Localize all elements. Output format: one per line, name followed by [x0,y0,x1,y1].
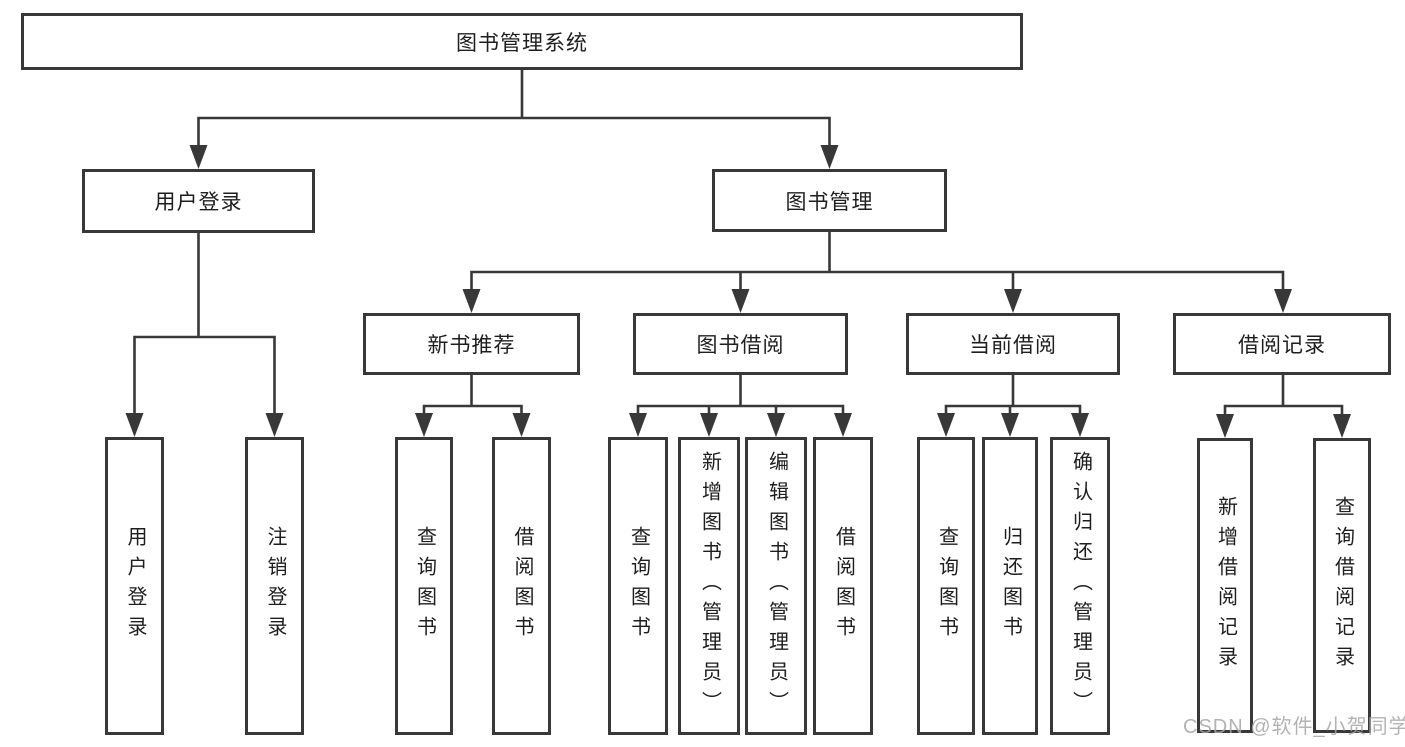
node-label: 借阅图书 [832,526,855,646]
node-label: 新增图书（管理员） [698,451,721,721]
arrowheads [125,145,1351,438]
watermark: CSDN @软件_小贺同学 [1183,716,1405,738]
node-newrec-query-books: 查询图书 [395,437,453,735]
node-label: 图书借阅 [696,334,785,357]
node-label: 借阅图书 [511,526,533,646]
node-label: 当前借阅 [969,334,1057,357]
node-book-management: 图书管理 [712,169,947,232]
node-current-borrow: 当前借阅 [906,313,1120,375]
node-newrec-borrow-books: 借阅图书 [492,437,551,735]
node-label: 图书管理 [785,190,874,214]
node-current-query-books: 查询图书 [917,437,975,735]
node-label: 注销登录 [264,526,286,646]
node-label: 图书管理系统 [456,31,588,55]
node-label: 用户登录 [154,191,243,214]
node-book-borrow: 图书借阅 [633,313,848,375]
node-label: 编辑图书（管理员） [765,451,788,721]
node-user-login: 用户登录 [82,169,315,233]
node-label: 查询图书 [627,526,650,646]
node-borrow-edit-books-admin: 编辑图书（管理员） [745,437,807,735]
node-label: 归还图书 [999,526,1022,646]
node-records-query-record: 查询借阅记录 [1313,438,1371,733]
node-borrow-query-books: 查询图书 [608,437,668,735]
node-label: 查询图书 [413,526,436,646]
tree-edges [133,68,1344,422]
node-label: 用户登录 [124,526,146,646]
node-label: 查询图书 [935,526,958,646]
node-borrow-borrow-books: 借阅图书 [813,437,873,735]
node-label: 借阅记录 [1238,334,1326,357]
node-user-login-leaf: 用户登录 [105,437,164,735]
node-label: 新增借阅记录 [1214,495,1237,676]
node-current-return-books: 归还图书 [982,437,1038,735]
node-records-add-record: 新增借阅记录 [1197,438,1253,733]
node-borrow-add-books-admin: 新增图书（管理员） [678,437,740,735]
node-library-system: 图书管理系统 [21,13,1023,70]
node-logout: 注销登录 [245,437,304,735]
node-current-confirm-return-admin: 确认归还（管理员） [1050,437,1110,735]
node-label: 新书推荐 [427,334,516,357]
node-borrow-records: 借阅记录 [1173,313,1391,375]
node-label: 查询借阅记录 [1331,495,1354,676]
node-new-book-recommend: 新书推荐 [363,313,580,375]
node-label: 确认归还（管理员） [1069,451,1092,721]
